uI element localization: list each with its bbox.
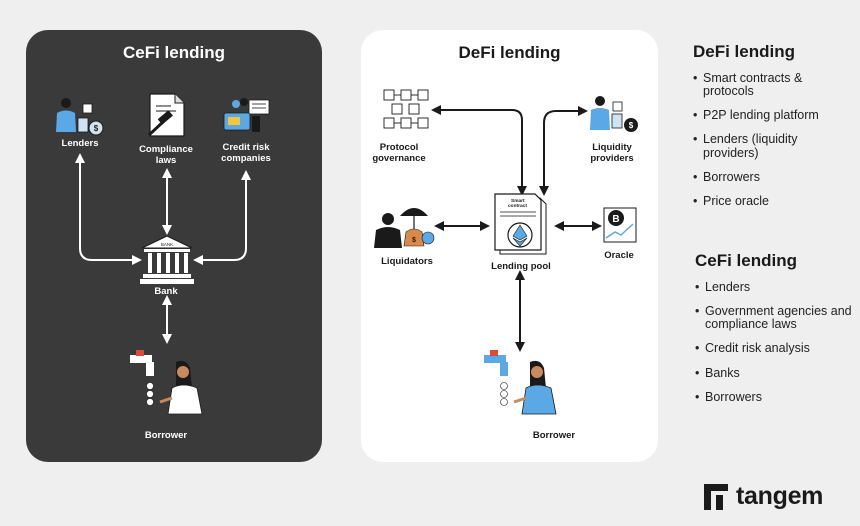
list-item: Lenders	[695, 280, 857, 294]
defi-liquidity-providers-icon: $	[590, 96, 638, 132]
svg-text:BANK: BANK	[161, 242, 173, 247]
defi-lending-pool-label: Lending pool	[491, 261, 551, 272]
defi-arrows	[431, 105, 602, 352]
defi-borrower-label: Borrower	[532, 430, 576, 441]
defi-oracle-bitcoin-icon: B	[603, 207, 637, 243]
list-item: Price oracle	[693, 194, 853, 208]
cefi-credit-risk-icon	[223, 98, 270, 132]
cefi-credit-risk-label: Credit risk companies	[221, 142, 271, 165]
list-item: Lenders (liquidity providers)	[693, 133, 853, 159]
arrow-liquidity-pool	[539, 106, 588, 196]
defi-smart-contract-icon: Smart contract	[494, 193, 547, 255]
defi-borrower-icon	[484, 350, 557, 415]
cefi-borrower-icon	[130, 350, 203, 415]
arrow-governance-pool	[431, 105, 527, 196]
defi-protocol-governance-label: Protocol governance	[372, 142, 426, 165]
svg-text:$: $	[412, 237, 416, 244]
cefi-title: CeFi lending	[123, 43, 225, 62]
cefi-compliance-document-icon	[147, 93, 185, 137]
defi-liquidators-label: Liquidators	[381, 256, 433, 267]
defi-oracle-label: Oracle	[604, 250, 634, 261]
list-item: Government agencies and compliance laws	[695, 304, 857, 331]
list-item: P2P lending platform	[693, 109, 853, 123]
sidebar-defi: DeFi lending Smart contracts & protocols…	[693, 42, 853, 219]
svg-text:contract: contract	[508, 203, 527, 209]
list-item: Banks	[695, 366, 857, 380]
tangem-logo-icon	[704, 483, 728, 510]
svg-text:Smart: Smart	[511, 198, 525, 204]
brand: tangem	[704, 482, 823, 511]
svg-text:$: $	[94, 124, 99, 133]
list-item: Smart contracts & protocols	[693, 71, 853, 98]
arrow-lenders-bank	[75, 153, 142, 265]
cefi-bank-label: Bank	[154, 286, 178, 297]
list-item: Borrowers	[695, 390, 857, 404]
defi-liquidators-icon: $	[374, 208, 435, 248]
arrow-credit-bank	[193, 170, 251, 265]
defi-blockchain-cubes-icon	[383, 89, 429, 129]
svg-text:B: B	[612, 214, 619, 225]
cefi-borrower-label: Borrower	[144, 430, 188, 441]
cefi-arrows	[75, 153, 251, 344]
sidebar-cefi: CeFi lending Lenders Government agencies…	[695, 251, 857, 415]
cefi-lenders-label: Lenders	[61, 138, 99, 149]
cefi-compliance-label: Compliance laws	[139, 144, 193, 167]
sidebar-cefi-heading: CeFi lending	[695, 251, 797, 270]
sidebar-defi-list: Smart contracts & protocols P2P lending …	[693, 71, 853, 208]
sidebar-cefi-list: Lenders Government agencies and complian…	[695, 280, 857, 404]
list-item: Borrowers	[693, 170, 853, 184]
svg-text:$: $	[629, 121, 634, 130]
sidebar-defi-heading: DeFi lending	[693, 42, 795, 61]
defi-title: DeFi lending	[458, 43, 561, 62]
cefi-lenders-icon: $	[56, 98, 104, 136]
cefi-bank-icon: BANK	[140, 235, 194, 284]
list-item: Credit risk analysis	[695, 342, 857, 356]
defi-liquidity-providers-label: Liquidity providers	[590, 142, 634, 165]
brand-name: tangem	[736, 482, 824, 510]
